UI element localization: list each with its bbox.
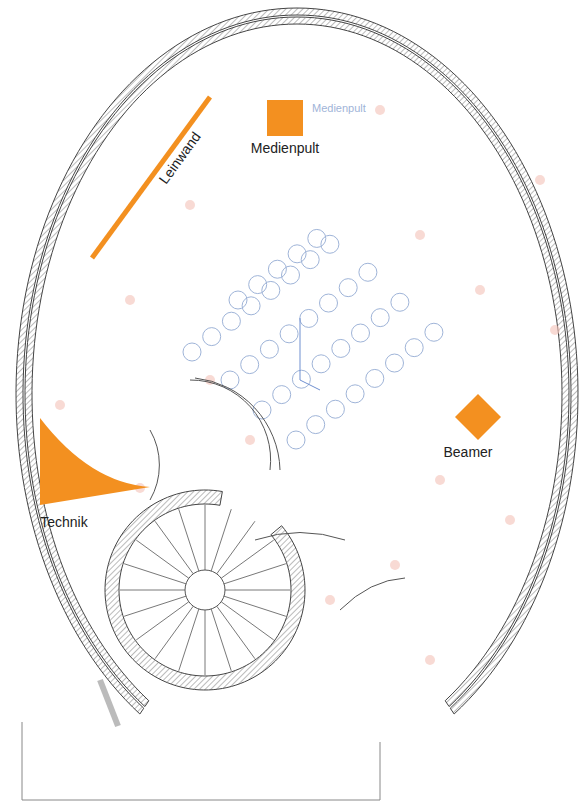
marker-label: Technik [40, 514, 87, 531]
marker-shape [455, 394, 501, 440]
seat [282, 266, 300, 284]
seat [273, 386, 291, 404]
seat [307, 416, 325, 434]
marker-dot [425, 655, 435, 665]
stair-step [155, 606, 193, 659]
seat [312, 355, 330, 373]
seat [321, 235, 339, 253]
stair-step [179, 509, 199, 571]
seat [287, 431, 305, 449]
seat-rows [183, 229, 443, 449]
marker-shape [40, 418, 150, 505]
marker-shape [92, 97, 210, 258]
marker-dot [550, 325, 560, 335]
wall [16, 8, 578, 714]
marker-shape [267, 100, 303, 136]
seat [300, 309, 318, 327]
wall [25, 17, 569, 707]
seat [405, 339, 423, 357]
stair-step [224, 596, 286, 616]
seat [262, 281, 280, 299]
stair-step [124, 564, 186, 584]
marker-shape [85, 90, 220, 265]
stair-step [155, 521, 193, 574]
door-swing [255, 533, 345, 541]
seat [203, 328, 221, 346]
seat [386, 354, 404, 372]
seat [425, 323, 443, 341]
stair-step [205, 505, 206, 570]
stair-step [217, 606, 255, 659]
seat [346, 385, 364, 403]
stair-step [120, 590, 185, 591]
seat [371, 309, 389, 327]
seat [222, 312, 240, 330]
marker-label: Medienpult [251, 140, 320, 157]
seat [221, 371, 239, 389]
marker-dot [245, 435, 255, 445]
seat [292, 370, 310, 388]
seat [366, 369, 384, 387]
marker-dot [55, 400, 65, 410]
seat [241, 356, 259, 374]
outline [22, 722, 380, 800]
seat [280, 325, 298, 343]
marker-dot [415, 230, 425, 240]
door-swing [195, 378, 280, 470]
equipment-marker: Leinwand [85, 90, 220, 265]
marker-dot [325, 595, 335, 605]
marker-dot [375, 105, 385, 115]
wall [105, 490, 305, 690]
door-swing [340, 578, 405, 610]
marker-dot [435, 475, 445, 485]
stair-step [221, 540, 274, 578]
wall [100, 680, 118, 726]
aisle-line [300, 318, 320, 390]
seat [320, 294, 338, 312]
stair-step [124, 596, 186, 616]
stair-step [205, 610, 206, 675]
seat [301, 251, 319, 269]
seat [183, 343, 201, 361]
marker-dot [535, 175, 545, 185]
stair-step [221, 602, 274, 640]
equipment-marker: Beamer [430, 390, 525, 470]
marker-dot [475, 285, 485, 295]
door-swing [190, 380, 271, 470]
seat [242, 297, 260, 315]
stair-core [185, 570, 225, 610]
seat [332, 339, 350, 357]
marker-dot [185, 200, 195, 210]
door-swing [150, 430, 159, 500]
seat [339, 279, 357, 297]
equipment-marker: Technik [32, 415, 162, 535]
marker-dot [505, 515, 515, 525]
seat [359, 263, 377, 281]
marker-dot [125, 295, 135, 305]
seat [352, 324, 370, 342]
seat [260, 340, 278, 358]
plan-label: Medienpult [312, 102, 366, 115]
spiral-stair [105, 490, 305, 690]
stair-step [224, 564, 286, 584]
seat [391, 293, 409, 311]
stair-step [211, 509, 231, 571]
stair-step [136, 540, 189, 578]
wall [16, 8, 578, 714]
door-swing [150, 378, 405, 610]
seat [326, 400, 344, 418]
stair-step [217, 521, 255, 574]
stair-step [225, 590, 290, 591]
stair-step [179, 609, 199, 671]
stair-step [136, 602, 189, 640]
marker-label: Beamer [443, 444, 492, 461]
marker-dot [390, 560, 400, 570]
marker-dots [55, 105, 560, 665]
stair-step [211, 609, 231, 671]
